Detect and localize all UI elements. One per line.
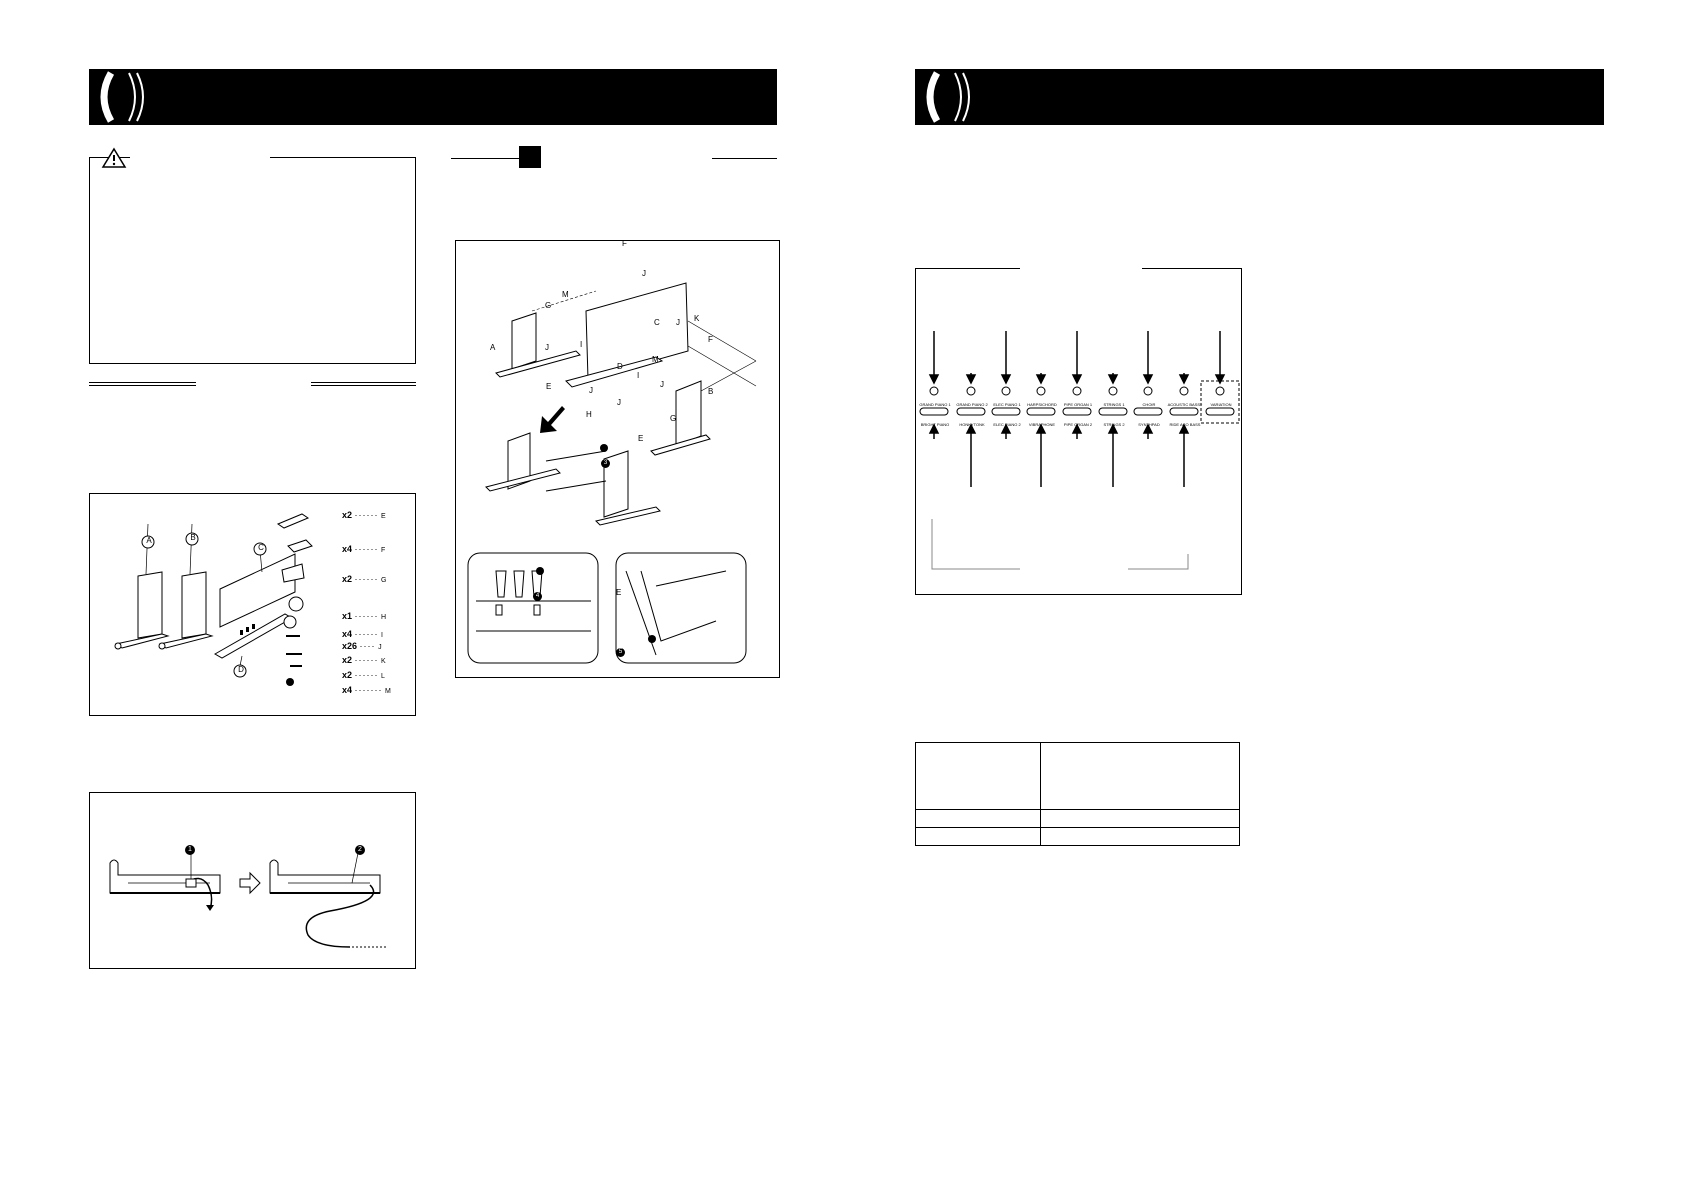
voice-button-bottom-label: VIBRAPHONE [1028, 422, 1056, 427]
cable-box [89, 792, 416, 969]
assembly-label: E [546, 382, 552, 391]
assembly-step-4-badge: 4 [533, 592, 542, 601]
assembly-label: G [670, 414, 677, 423]
assembly-label: D [617, 362, 623, 371]
assembly-label: E [638, 434, 644, 443]
voice-panel-illustration [919, 331, 1240, 570]
voice-button-top-label: STRINGS 1 [1103, 402, 1125, 407]
cable-illustration [109, 852, 388, 948]
part-label-b: B [190, 533, 196, 542]
part-a-side-panel [114, 523, 170, 650]
voice-button-bottom-label: HONKYTONK [959, 422, 985, 427]
assembly-step-5-badge: 5 [616, 648, 625, 657]
voice-button-bottom-label: RIDE ACO BASS [1169, 422, 1201, 427]
parts-box [89, 493, 416, 716]
parts-row: x4 ······ F [342, 544, 386, 555]
detail-label-e: E [616, 588, 622, 597]
parts-row: x4 ······ I [342, 629, 383, 640]
assembly-label: J [660, 380, 664, 389]
parts-row: x2 ······ G [342, 574, 387, 585]
part-label-d: D [238, 665, 244, 674]
assembly-label: J [545, 343, 549, 352]
voice-button-bottom-label: STRINGS 2 [1103, 422, 1125, 427]
voice-button-top-label: HARPSICHORD [1027, 402, 1057, 407]
right-header-bar [915, 69, 1604, 125]
left-section-rule-left [89, 382, 196, 386]
part-label-c: C [258, 543, 264, 552]
assembly-label: A [490, 343, 496, 352]
parts-row: x26 ···· J [342, 641, 382, 652]
voice-panel-box-notch [1020, 263, 1142, 273]
assembly-label: C [654, 318, 660, 327]
voice-button-top-label: CHOIR [1142, 402, 1156, 407]
step-number-block [519, 146, 541, 168]
assembly-box [455, 240, 780, 678]
assembly-label: I [637, 371, 640, 380]
part-b-side-panel [158, 523, 214, 650]
parts-row: x2 ······ L [342, 670, 385, 681]
assembly-label: J [642, 269, 646, 278]
voice-button-bottom-label: PIPE ORGAN 2 [1063, 422, 1093, 427]
table-row [915, 742, 1240, 810]
parts-row: x1 ······ H [342, 611, 387, 622]
left-header-bracket-icon [89, 69, 149, 125]
voice-button-top-label: ACOUSTIC BASS+ [1167, 402, 1203, 407]
voice-button-top-label: PIPE ORGAN 1 [1063, 402, 1093, 407]
assembly-label: H [586, 410, 592, 419]
hardware-icons [276, 513, 313, 686]
assembly-label: F [622, 239, 627, 248]
step-rule-left [451, 158, 519, 159]
parts-row: x2 ······ K [342, 655, 386, 666]
right-header-bracket-icon [915, 69, 975, 125]
assembly-label: B [708, 387, 714, 396]
voice-button-bottom-label: BRIGHT PIANO [920, 422, 950, 427]
assembly-label: J [676, 318, 680, 327]
assembly-label: M [652, 355, 659, 364]
table-row [915, 827, 1240, 846]
cable-step-1-badge: 1 [185, 845, 195, 855]
info-table [915, 742, 1240, 846]
cable-step-2-badge: 2 [355, 845, 365, 855]
parts-illustration [114, 513, 313, 686]
voice-button-bottom-label: SYNTHPAD [1138, 422, 1160, 427]
part-c-back-board [219, 542, 296, 628]
parts-row: x2 ······ E [342, 510, 386, 521]
parts-row: x4 ······· M [342, 685, 391, 696]
assembly-label: G [545, 301, 552, 310]
part-label-a: A [146, 536, 152, 545]
assembly-step-3-badge: 3 [601, 459, 610, 468]
assembly-label: F [708, 335, 713, 344]
step-rule-right [712, 158, 777, 159]
caution-box-notch [130, 152, 270, 162]
warning-triangle-icon [101, 147, 127, 168]
caution-box [89, 157, 416, 364]
voice-button-bottom-label: ELEC PIANO 2 [993, 422, 1021, 427]
assembly-label: J [589, 386, 593, 395]
assembly-label: K [694, 314, 700, 323]
voice-button-top-label: VARIATION [1210, 402, 1232, 407]
voice-button-top-label: ELEC PIANO 1 [993, 402, 1021, 407]
left-header-bar [89, 69, 777, 125]
assembly-label: M [562, 290, 569, 299]
table-row [915, 809, 1240, 828]
assembly-illustration [467, 282, 757, 664]
left-section-rule-right [311, 382, 416, 386]
voice-button-top-label: GRAND PIANO 1 [919, 402, 951, 407]
assembly-label: J [617, 398, 621, 407]
assembly-label: I [580, 340, 583, 349]
voice-button-top-label: GRAND PIANO 2 [956, 402, 988, 407]
